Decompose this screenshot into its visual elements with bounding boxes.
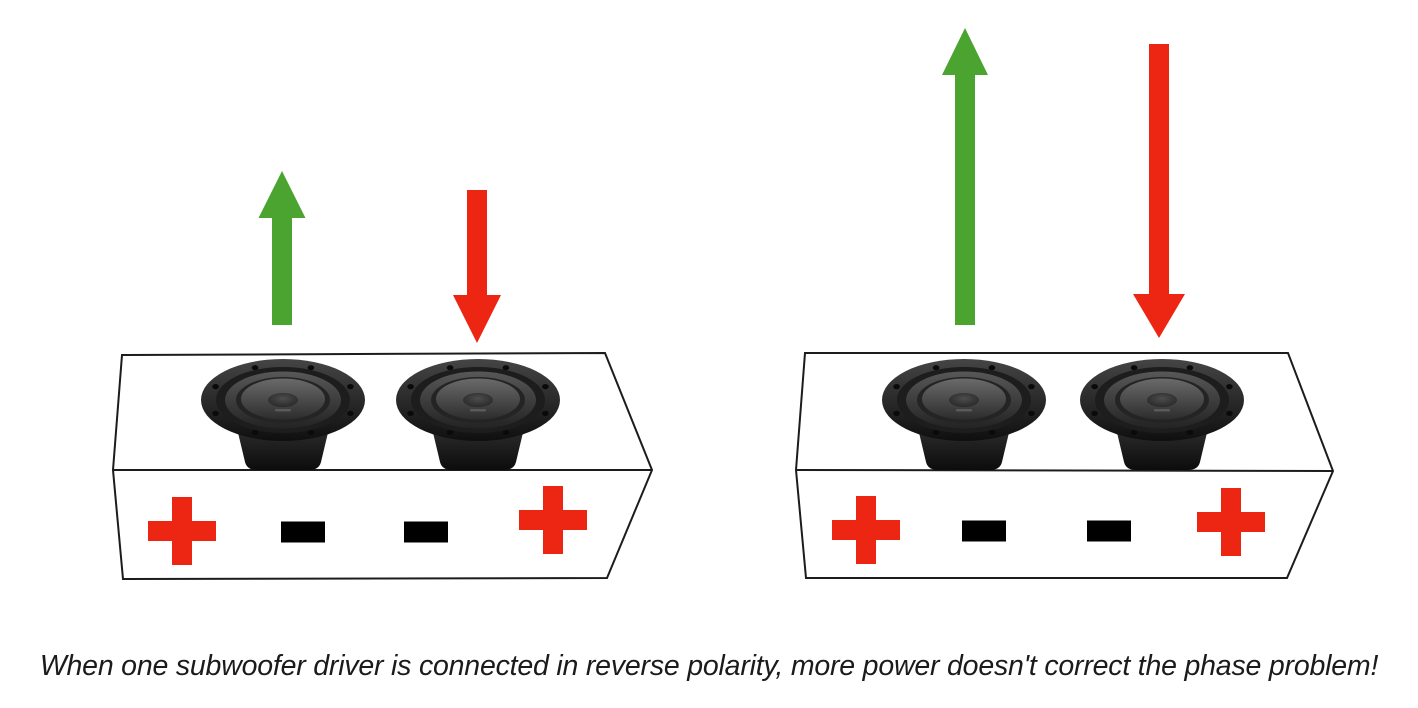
caption: When one subwoofer driver is connected i… xyxy=(39,650,1379,682)
subwoofer-box-right xyxy=(794,28,1335,579)
enclosure-outline-right xyxy=(794,352,1335,579)
minus-terminal xyxy=(1087,520,1131,542)
subwoofer-box-left xyxy=(111,171,654,581)
minus-terminal xyxy=(962,520,1006,542)
up-arrow-green-short xyxy=(258,171,306,325)
minus-terminal xyxy=(281,521,325,543)
enclosure-outline-left xyxy=(111,351,654,581)
down-arrow-red-tall xyxy=(1133,44,1185,338)
down-arrow-red-short xyxy=(453,190,501,343)
enclosure-front-edge-right xyxy=(795,469,1334,472)
up-arrow-green-tall xyxy=(942,28,988,325)
minus-terminal xyxy=(404,521,448,543)
